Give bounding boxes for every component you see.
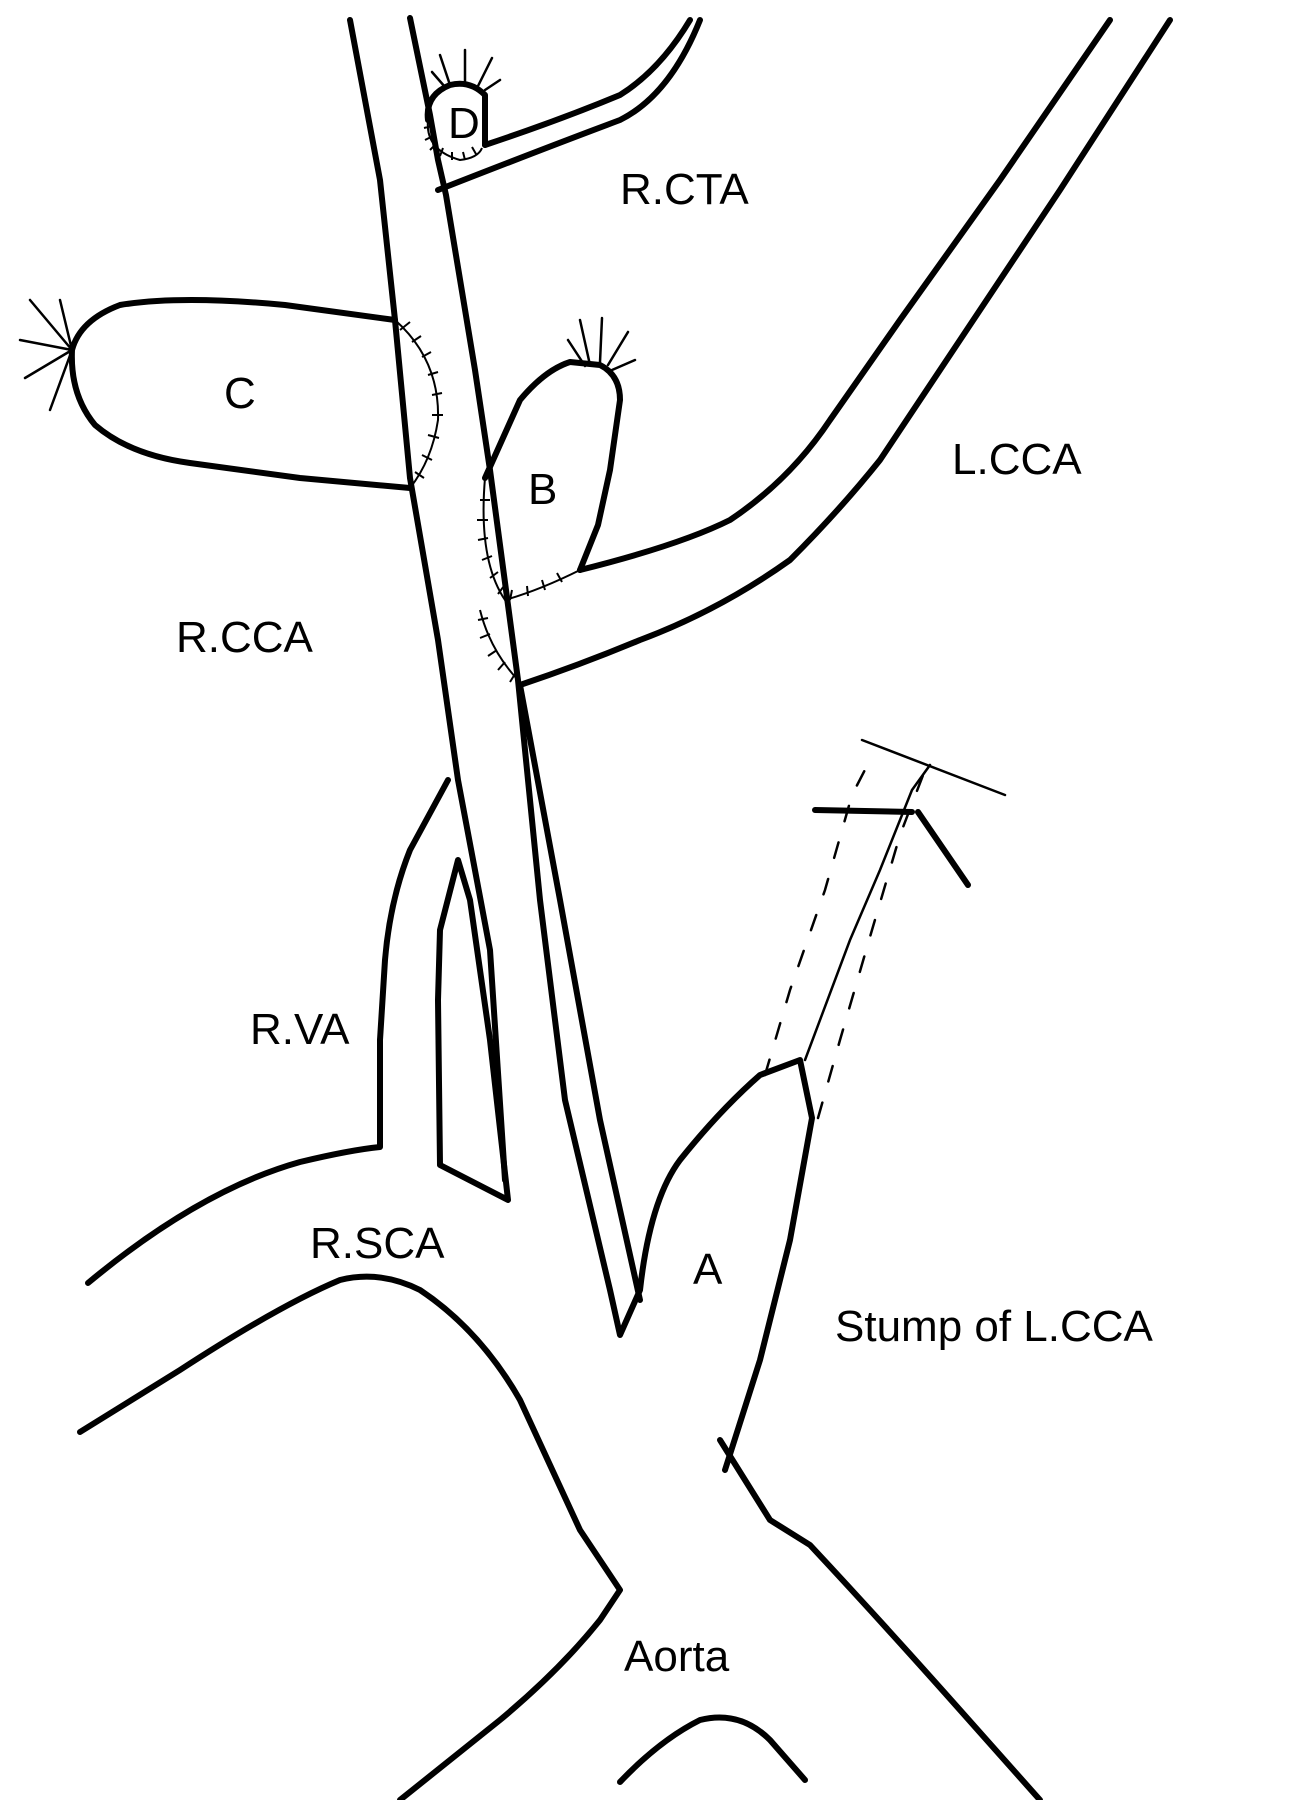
r-cta-inner-wall (435, 17, 703, 193)
r-cca-right-wall (407, 15, 815, 1473)
aortic-arch-upper (77, 1273, 623, 1800)
label-b: B (528, 465, 558, 514)
label-c: C (224, 369, 256, 418)
stump-dashed-wall-right (816, 768, 927, 1120)
stump-ligature-bar (860, 738, 1007, 797)
aorta-lower-right (717, 1437, 1043, 1800)
graft-c-ligature (18, 298, 74, 412)
l-cca-outer-wall (577, 17, 1113, 573)
l-cca-inner-wall (517, 17, 1173, 688)
graft-d-ligature (430, 48, 502, 92)
graft-c-suture (394, 319, 443, 489)
stump-dashed-wall-left (763, 758, 872, 1077)
graft-a-inner-wall (517, 682, 643, 1303)
graft-d-suture (423, 119, 483, 162)
label-aorta: Aorta (624, 1632, 730, 1681)
graft-b-suture (477, 477, 581, 602)
stump-ligature-cross (812, 807, 971, 888)
label-a: A (693, 1245, 723, 1294)
graft-b-loop (482, 359, 623, 573)
r-cca-left-wall (347, 17, 508, 1183)
aorta-inner-curve (617, 1714, 808, 1785)
label-r-cta: R.CTA (620, 165, 749, 214)
graft-b-suture-lower (477, 609, 519, 683)
label-l-cca: L.CCA (952, 435, 1082, 484)
r-va-loop (435, 857, 511, 1203)
r-va-wall (377, 777, 451, 1043)
label-r-sca: R.SCA (310, 1219, 445, 1268)
stump-center-line (803, 763, 932, 1062)
r-sca-upper-wall (85, 1037, 383, 1286)
label-stump-of-l-cca: Stump of L.CCA (835, 1302, 1153, 1351)
label-r-va: R.VA (250, 1005, 350, 1054)
r-cta-outer-wall (482, 17, 693, 148)
label-d: D (448, 99, 480, 148)
graft-b-ligature (566, 316, 637, 372)
label-r-cca: R.CCA (176, 613, 313, 662)
